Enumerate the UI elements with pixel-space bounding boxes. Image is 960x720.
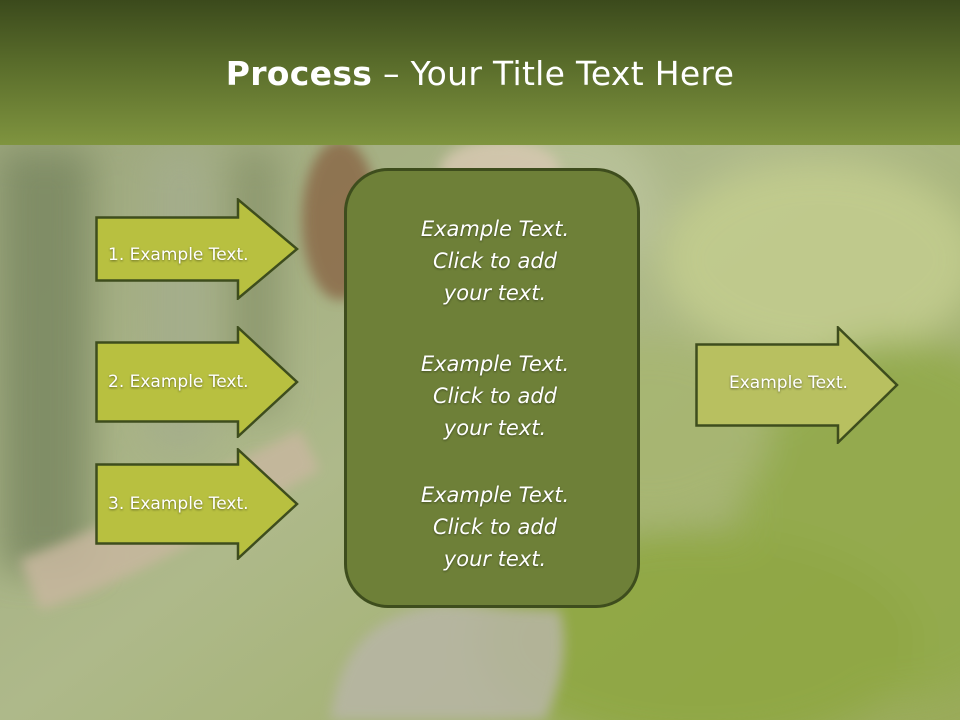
title-bold: Process (225, 54, 373, 93)
arrow-shape-icon (695, 326, 899, 444)
center-text-block-2: Example Text. Click to add your text. (347, 348, 643, 444)
arrow-shape-icon (95, 326, 299, 438)
arrow-shape-icon (95, 198, 299, 300)
block-3-line-3: your text. (443, 547, 547, 571)
title-rest: – Your Title Text Here (372, 54, 735, 93)
left-arrow-2[interactable]: 2. Example Text. (95, 326, 300, 438)
block-1-line-2: Click to add (432, 249, 557, 273)
left-arrow-1[interactable]: 1. Example Text. (95, 198, 300, 300)
left-arrow-3-label: 3. Example Text. (108, 494, 249, 514)
center-text-box[interactable]: Example Text. Click to add your text. Ex… (344, 168, 640, 608)
right-arrow-label: Example Text. (729, 373, 848, 393)
block-2-line-2: Click to add (432, 384, 557, 408)
arrow-shape-icon (95, 448, 299, 560)
right-arrow[interactable]: Example Text. (695, 326, 900, 444)
block-2-line-3: your text. (443, 416, 547, 440)
left-arrow-2-label: 2. Example Text. (108, 372, 249, 392)
block-3-line-1: Example Text. (420, 483, 570, 507)
slide-title[interactable]: Process – Your Title Text Here (0, 54, 960, 93)
block-1-line-1: Example Text. (420, 217, 570, 241)
left-arrow-1-label: 1. Example Text. (108, 245, 249, 265)
center-text-block-1: Example Text. Click to add your text. (347, 213, 643, 309)
left-arrow-3[interactable]: 3. Example Text. (95, 448, 300, 560)
header-band (0, 0, 960, 145)
block-2-line-1: Example Text. (420, 352, 570, 376)
center-text-block-3: Example Text. Click to add your text. (347, 479, 643, 575)
block-3-line-2: Click to add (432, 515, 557, 539)
block-1-line-3: your text. (443, 281, 547, 305)
